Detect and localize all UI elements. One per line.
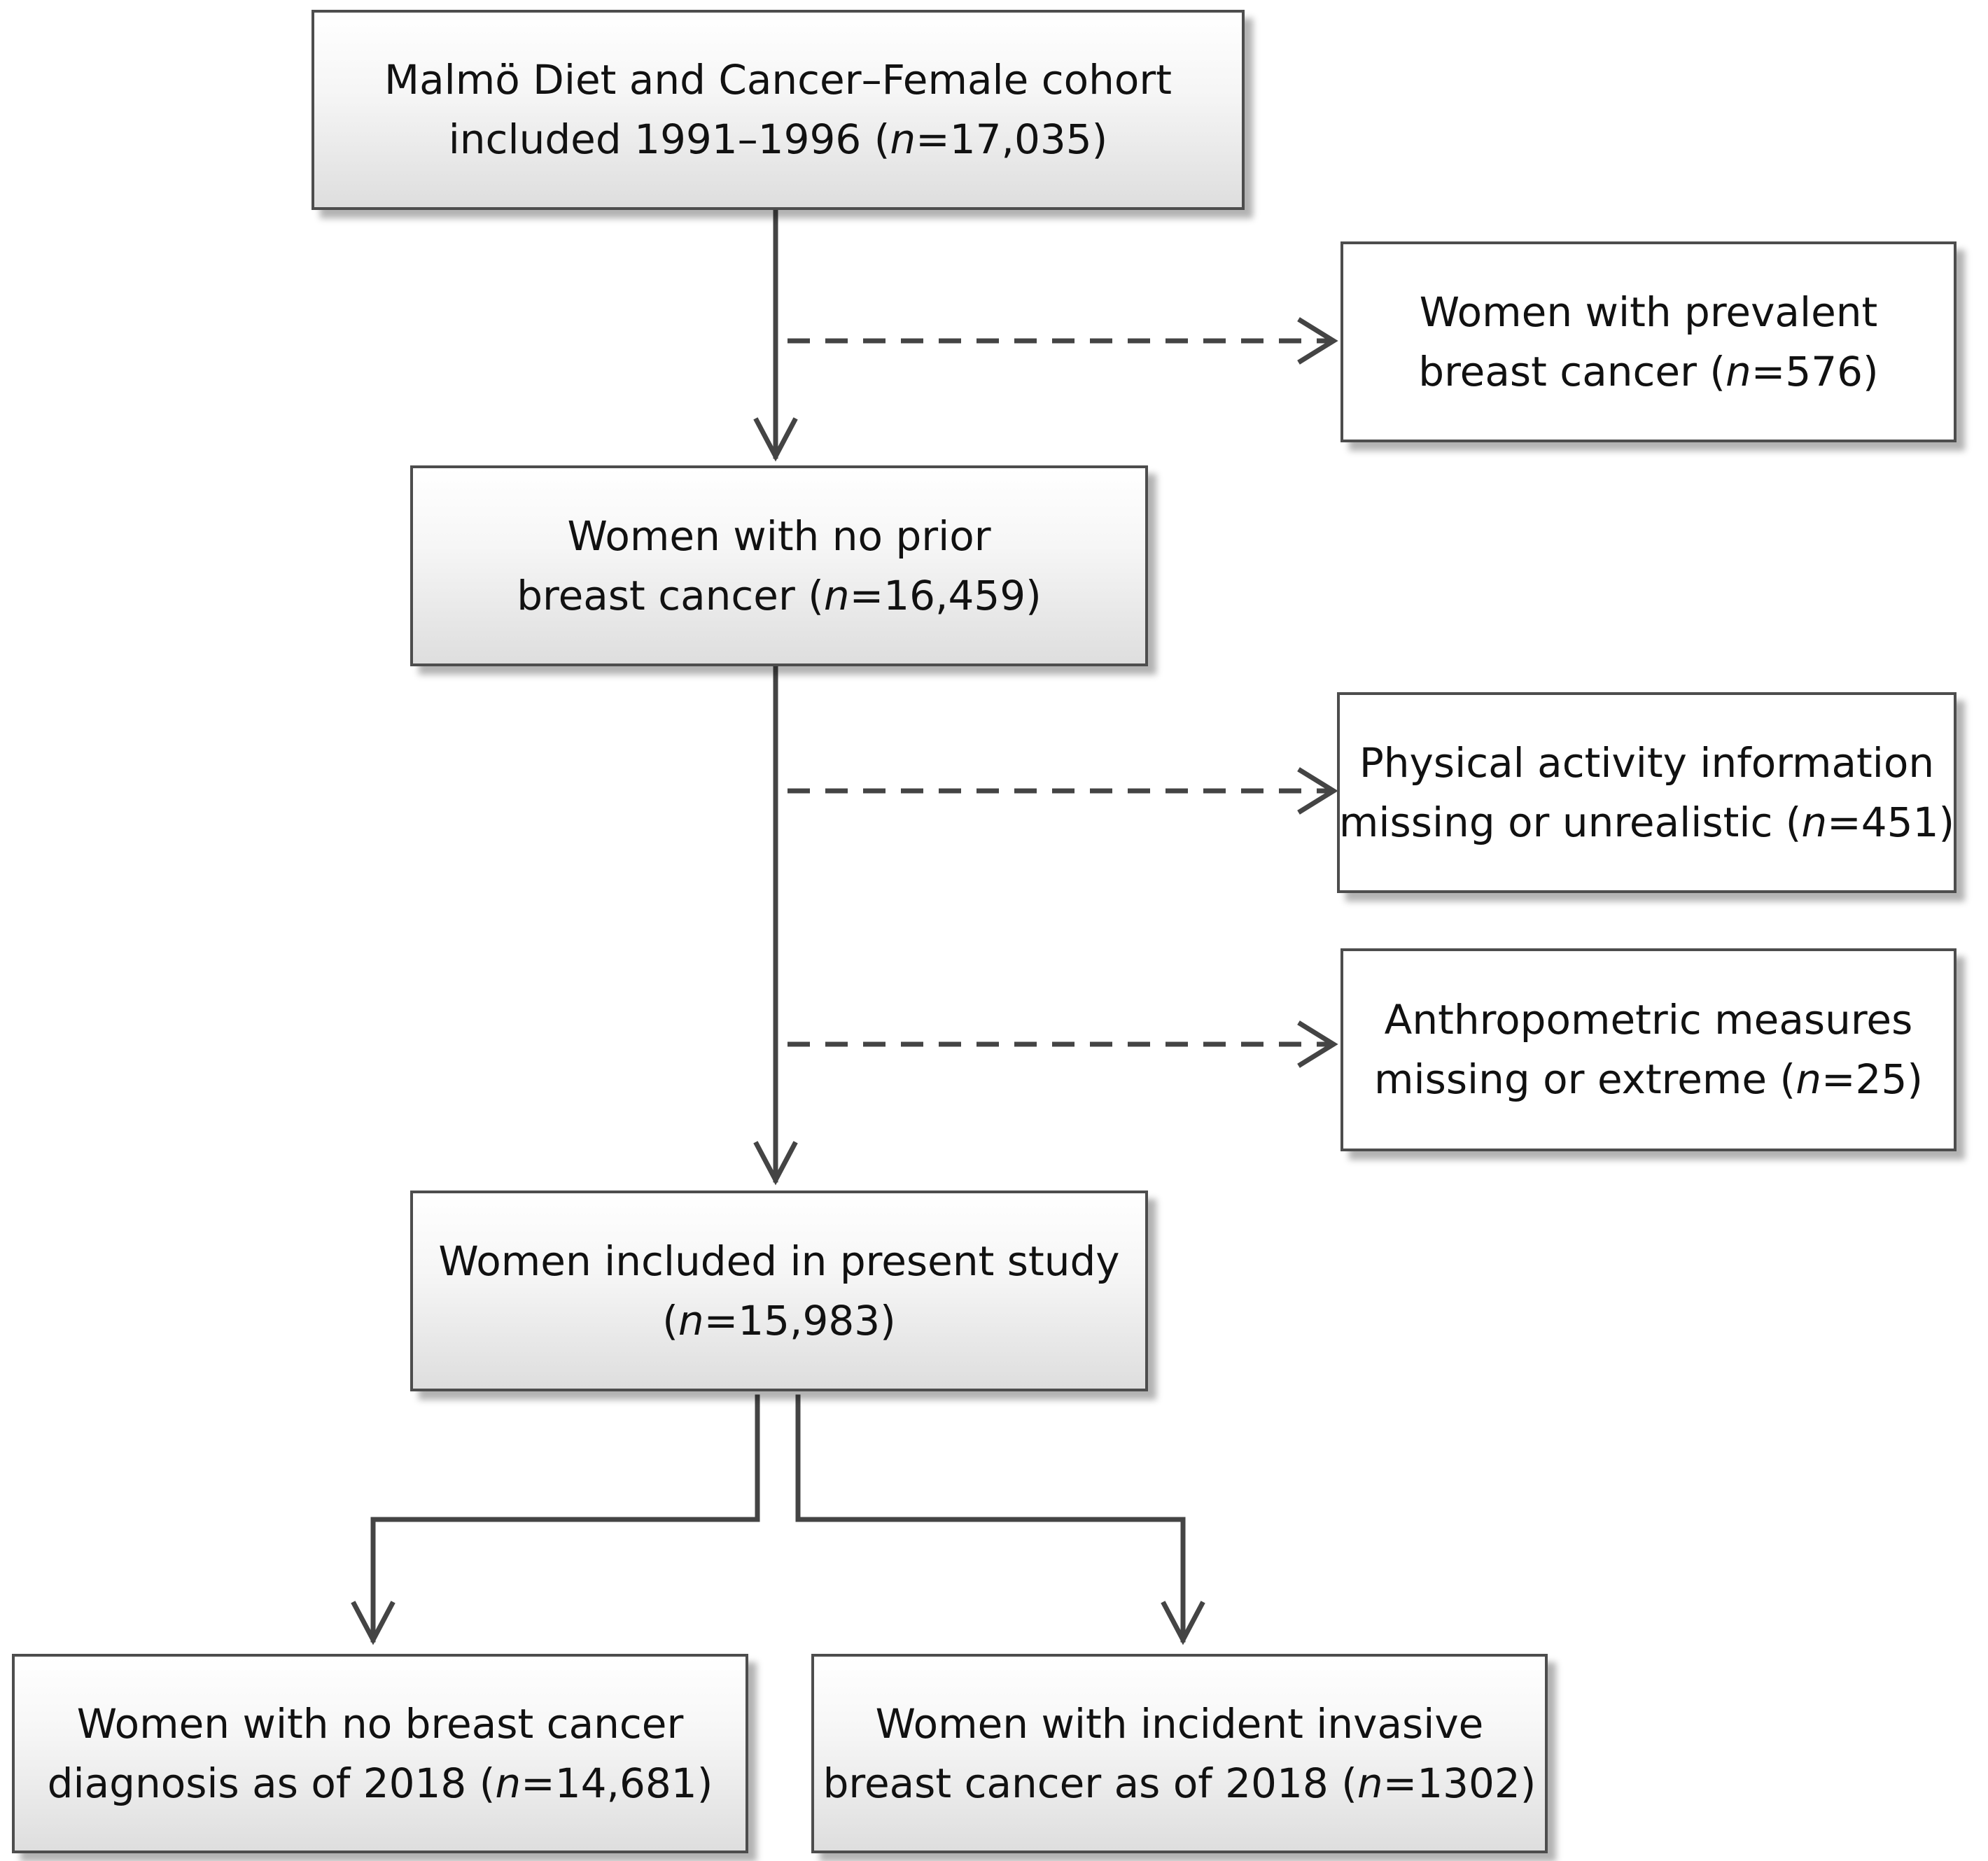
- arrowhead-noprior-to-included: [753, 1141, 798, 1186]
- no-prior-line2: breast cancer (n=16,459): [517, 566, 1042, 626]
- no-cancer-line2: diagnosis as of 2018 (n=14,681): [48, 1754, 713, 1813]
- incident-line1: Women with incident invasive: [875, 1699, 1484, 1748]
- prevalent-cancer-box: Women with prevalent breast cancer (n=57…: [1340, 241, 1956, 442]
- text-fragment: breast cancer (: [517, 571, 824, 619]
- cohort-box: Malmö Diet and Cancer–Female cohort incl…: [312, 10, 1245, 210]
- included-line2: (n=15,983): [662, 1291, 896, 1351]
- arrow-included-to-incident: [795, 1394, 1186, 1643]
- cohort-line2: included 1991–1996 (n=17,035): [449, 110, 1108, 169]
- text-fragment: included 1991–1996 (: [448, 115, 890, 163]
- physical-activity-line1: Physical activity information: [1359, 738, 1935, 787]
- incident-cancer-box: Women with incident invasive breast canc…: [811, 1654, 1548, 1853]
- incident-line2: breast cancer as of 2018 (n=1302): [823, 1754, 1536, 1813]
- included-line1: Women included in present study: [438, 1237, 1120, 1285]
- text-fragment: (: [662, 1296, 678, 1344]
- arrowhead-cohort-to-noprior: [753, 417, 798, 462]
- count-value: =17,035): [916, 115, 1108, 163]
- count-value: =15,983): [704, 1296, 896, 1344]
- n-symbol: n: [495, 1759, 522, 1807]
- count-value: =16,459): [849, 571, 1042, 619]
- included-study-box: Women included in present study (n=15,98…: [410, 1191, 1148, 1391]
- count-value: =25): [1821, 1055, 1923, 1103]
- arrowhead-physical-activity: [1297, 767, 1338, 815]
- arrowhead-included-to-nocancer: [351, 1601, 396, 1645]
- n-symbol: n: [1357, 1759, 1383, 1807]
- arrow-included-to-nocancer: [370, 1394, 760, 1643]
- text-fragment: breast cancer (: [1418, 347, 1726, 395]
- text-fragment: missing or extreme (: [1374, 1055, 1796, 1103]
- n-symbol: n: [890, 115, 916, 163]
- text-fragment: breast cancer as of 2018 (: [822, 1759, 1357, 1807]
- no-prior-line1: Women with no prior: [567, 512, 991, 560]
- count-value: =451): [1827, 798, 1955, 846]
- n-symbol: n: [678, 1296, 704, 1344]
- count-value: =1302): [1382, 1759, 1536, 1807]
- text-fragment: missing or unrealistic (: [1338, 798, 1802, 846]
- n-symbol: n: [1801, 798, 1828, 846]
- n-symbol: n: [823, 571, 850, 619]
- arrowhead-included-to-incident: [1161, 1601, 1205, 1645]
- anthropometric-box: Anthropometric measures missing or extre…: [1340, 948, 1956, 1151]
- prevalent-line1: Women with prevalent: [1419, 288, 1878, 336]
- n-symbol: n: [1725, 347, 1751, 395]
- count-value: =14,681): [521, 1759, 713, 1807]
- anthropometric-line2: missing or extreme (n=25): [1374, 1050, 1923, 1109]
- text-fragment: diagnosis as of 2018 (: [47, 1759, 496, 1807]
- count-value: =576): [1751, 347, 1879, 395]
- n-symbol: n: [1795, 1055, 1821, 1103]
- physical-activity-line2: missing or unrealistic (n=451): [1339, 793, 1954, 852]
- anthropometric-line1: Anthropometric measures: [1384, 996, 1913, 1044]
- physical-activity-box: Physical activity information missing or…: [1337, 692, 1956, 893]
- cohort-line1: Malmö Diet and Cancer–Female cohort: [384, 56, 1172, 104]
- arrowhead-prevalent: [1297, 317, 1338, 365]
- no-cancer-line1: Women with no breast cancer: [76, 1699, 684, 1748]
- prevalent-line2: breast cancer (n=576): [1418, 342, 1878, 402]
- arrowhead-anthropometric: [1297, 1020, 1338, 1068]
- no-cancer-diagnosis-box: Women with no breast cancer diagnosis as…: [12, 1654, 748, 1853]
- no-prior-cancer-box: Women with no prior breast cancer (n=16,…: [410, 465, 1148, 666]
